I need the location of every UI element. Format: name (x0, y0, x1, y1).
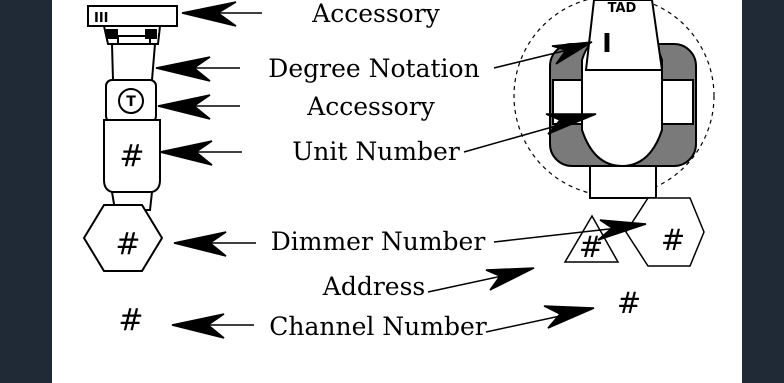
right-pointer-arrows (427, 41, 647, 333)
label-accessory-top: Accessory (311, 0, 441, 28)
fixture-plan-circle (513, 0, 715, 197)
channel-number-symbol: # (118, 303, 143, 338)
dimmer-hexagon (82, 204, 164, 272)
label-dimmer-number: Dimmer Number (271, 227, 486, 256)
tad-label: TAD (608, 1, 637, 16)
degree-tick: I (602, 29, 612, 59)
accessory-t-letter: T (126, 94, 136, 110)
label-accessory-mid: Accessory (306, 92, 436, 121)
fixture-base (589, 165, 657, 199)
accessory-t-icon (118, 88, 144, 114)
label-degree-notation: Degree Notation (268, 54, 479, 83)
label-address: Address (322, 272, 425, 301)
arrow-accessory-top (181, 1, 237, 27)
accessory-cap-marks: III (94, 11, 109, 26)
label-channel-number: Channel Number (269, 312, 487, 341)
tad-tag (584, 0, 664, 71)
arrow-unit-number (159, 140, 213, 166)
plan-dimmer-hexagon (625, 197, 705, 267)
plan-address-triangle (563, 214, 620, 263)
arrow-to-dimmer (597, 219, 647, 241)
dimmer-number-symbol: # (115, 227, 140, 262)
arrow-to-address (485, 267, 535, 291)
arrow-to-unit (545, 113, 597, 135)
fixture-side-view (87, 5, 178, 211)
plan-address-symbol: # (579, 230, 603, 264)
arrow-to-degree (551, 41, 593, 65)
left-pointer-arrows (155, 1, 262, 339)
arrow-channel-number (171, 313, 225, 339)
unit-number-symbol: # (119, 139, 144, 174)
arrow-dimmer-number (173, 231, 227, 257)
fixture-neck (110, 43, 157, 81)
label-unit-number: Unit Number (292, 137, 460, 166)
arrow-degree-notation (155, 56, 211, 82)
plan-channel-symbol: # (617, 286, 641, 320)
plan-dimmer-symbol: # (661, 223, 685, 257)
fixture-plan-view (549, 0, 697, 199)
arrow-accessory-mid (157, 94, 211, 120)
arrow-to-channel (543, 305, 595, 329)
